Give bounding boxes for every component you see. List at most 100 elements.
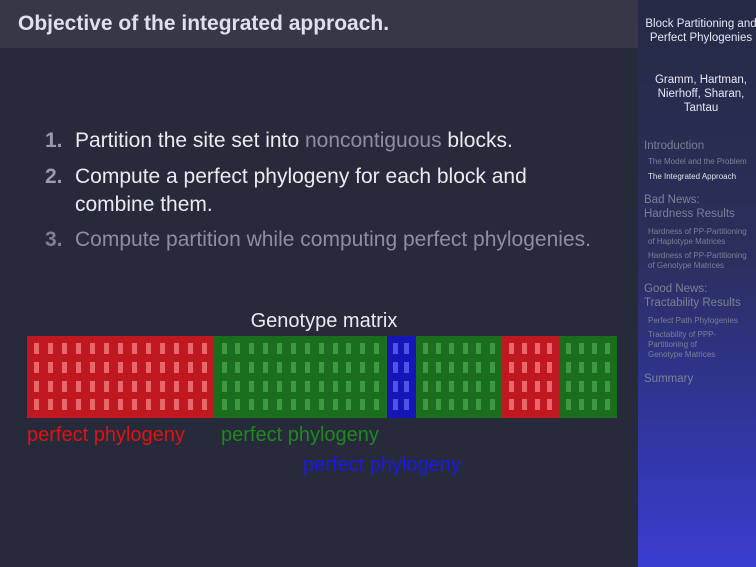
matrix-cell [521, 399, 527, 410]
matrix-cell [374, 362, 380, 373]
matrix-row [559, 399, 617, 410]
sidebar-section-good-news[interactable]: Good News: Tractability Results [644, 283, 741, 309]
matrix-cell [360, 399, 366, 410]
matrix-cell [566, 362, 572, 373]
sidebar-item-tractability[interactable]: Tractability of PPP-Partitioning of Geno… [648, 330, 717, 359]
matrix-cell [117, 381, 123, 392]
matrix-row [27, 362, 214, 373]
matrix-cell [221, 381, 227, 392]
matrix-cell [201, 343, 207, 354]
sidebar-title[interactable]: Block Partitioning and Perfect Phylogeni… [645, 18, 756, 44]
matrix-cell [62, 381, 68, 392]
matrix-row [502, 399, 560, 410]
matrix-row [214, 343, 387, 354]
matrix-cell [476, 399, 482, 410]
blue-block-label: perfect phylogeny [303, 454, 461, 476]
matrix-cell [605, 399, 610, 410]
matrix-cell [187, 399, 193, 410]
matrix-cell [332, 362, 338, 373]
matrix-row [559, 343, 617, 354]
sidebar-section-summary[interactable]: Summary [644, 373, 694, 385]
matrix-cell [201, 399, 207, 410]
matrix-cell [145, 381, 151, 392]
matrix-cell [605, 343, 610, 354]
matrix-cell [290, 362, 296, 373]
matrix-cell [489, 362, 495, 373]
matrix-cell [104, 399, 110, 410]
matrix-cell [346, 343, 352, 354]
matrix-cell [145, 399, 151, 410]
matrix-cell [592, 399, 598, 410]
matrix-cell [187, 343, 193, 354]
sidebar-item-model[interactable]: The Model and the Problem [648, 157, 747, 166]
matrix-row [214, 381, 387, 392]
matrix-cell [290, 343, 296, 354]
matrix-cell [605, 362, 610, 373]
matrix-row [214, 399, 387, 410]
matrix-cell [76, 381, 82, 392]
matrix-cell [436, 362, 442, 373]
matrix-cell [534, 381, 540, 392]
matrix-row [559, 362, 617, 373]
matrix-cell [592, 362, 598, 373]
matrix-cell [173, 399, 179, 410]
matrix-cell [489, 381, 495, 392]
sidebar-item-integrated-approach[interactable]: The Integrated Approach [648, 172, 737, 181]
matrix-row [502, 362, 560, 373]
matrix-cell [304, 343, 310, 354]
sidebar-item-hardness-genotype[interactable]: Hardness of PP-Partitioning of Genotype … [648, 251, 747, 270]
matrix-cell [290, 381, 296, 392]
matrix-cell [117, 399, 123, 410]
matrix-cell [462, 362, 468, 373]
matrix-cell [263, 399, 269, 410]
matrix-cell [592, 381, 598, 392]
matrix-row [416, 381, 502, 392]
matrix-cell [235, 362, 241, 373]
matrix-cell [605, 381, 610, 392]
red-block [27, 336, 215, 418]
green-block [214, 336, 387, 418]
matrix-cell [90, 362, 96, 373]
matrix-row [387, 362, 416, 373]
matrix-cell [249, 381, 255, 392]
matrix-cell [159, 399, 165, 410]
matrix-cell [579, 381, 585, 392]
matrix-cell [360, 343, 366, 354]
matrix-row [387, 343, 416, 354]
matrix-cell [404, 362, 410, 373]
matrix-cell [374, 381, 380, 392]
matrix-cell [173, 343, 179, 354]
matrix-cell [187, 381, 193, 392]
genotype-matrix [27, 336, 617, 418]
blue-block [386, 336, 416, 418]
matrix-cell [476, 343, 482, 354]
item-number: 3. [45, 228, 63, 251]
item-text: Compute partition while computing perfec… [75, 228, 591, 251]
matrix-cell [76, 343, 82, 354]
matrix-cell [476, 362, 482, 373]
matrix-row [387, 399, 416, 410]
slide-main: Objective of the integrated approach. 1.… [0, 0, 638, 476]
matrix-cell [346, 362, 352, 373]
matrix-row [416, 343, 502, 354]
item-text: Partition the site set into noncontiguou… [75, 129, 513, 152]
sidebar-item-hardness-haplotype[interactable]: Hardness of PP-Partitioning of Haplotype… [648, 227, 747, 246]
matrix-cell [277, 381, 282, 392]
matrix-cell [131, 362, 137, 373]
sidebar-item-perfect-path[interactable]: Perfect Path Phylogenies [648, 316, 738, 325]
matrix-cell [62, 399, 68, 410]
matrix-cell [304, 381, 310, 392]
sidebar-section-bad-news[interactable]: Bad News: Hardness Results [644, 194, 735, 220]
sidebar-section-introduction[interactable]: Introduction [644, 140, 705, 152]
matrix-cell [249, 343, 255, 354]
matrix-cell [131, 399, 137, 410]
matrix-cell [104, 362, 110, 373]
matrix-row [27, 399, 214, 410]
matrix-cell [173, 362, 179, 373]
matrix-cell [508, 399, 514, 410]
item-number: 1. [45, 129, 63, 152]
matrix-row [416, 362, 502, 373]
matrix-cell [462, 381, 468, 392]
green-block [415, 336, 502, 418]
matrix-cell [34, 381, 40, 392]
